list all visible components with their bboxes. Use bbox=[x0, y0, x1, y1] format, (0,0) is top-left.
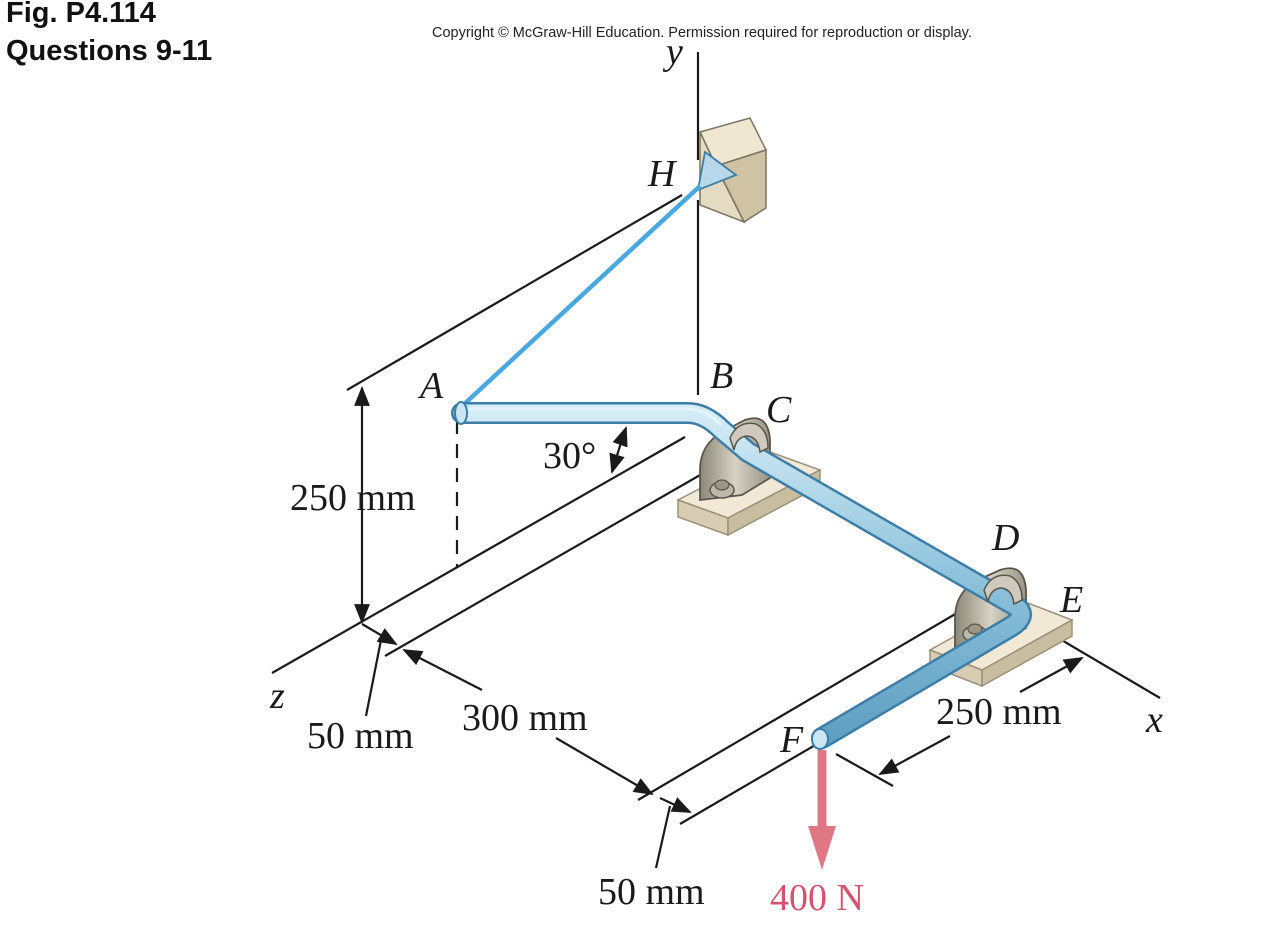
ac-span-arrow-2 bbox=[555, 737, 654, 795]
ef-ext-line bbox=[835, 753, 894, 787]
load-arrow bbox=[808, 750, 836, 870]
copyright-notice: Copyright © McGraw-Hill Education. Permi… bbox=[432, 25, 972, 41]
bracket-d-cap bbox=[983, 574, 1023, 606]
angle-arc bbox=[609, 426, 628, 474]
bottom-ext-line-1 bbox=[637, 595, 987, 801]
questions-label: Questions 9-11 bbox=[6, 35, 213, 67]
cable-ah bbox=[458, 184, 702, 410]
dimension-labels: 250 mm 30° 50 mm 300 mm 250 mm 50 mm 400… bbox=[290, 435, 1062, 919]
label-a: A bbox=[417, 365, 444, 407]
x-axis bbox=[1047, 631, 1161, 699]
ef-arrow-2 bbox=[1019, 657, 1084, 693]
ac-span-arrow bbox=[402, 649, 483, 691]
dim-ac-span: 300 mm bbox=[462, 697, 588, 739]
label-axis-x: x bbox=[1145, 699, 1163, 741]
label-axis-z: z bbox=[269, 675, 285, 717]
dim-bottom-offset: 50 mm bbox=[598, 871, 705, 913]
point-labels: H A B C D E F y x z bbox=[269, 31, 1163, 761]
dimension-lines bbox=[346, 194, 1084, 869]
dim-height: 250 mm bbox=[290, 477, 416, 519]
dim-ef-span: 250 mm bbox=[936, 691, 1062, 733]
load-label: 400 N bbox=[770, 877, 864, 919]
ef-arrow-1 bbox=[878, 735, 951, 775]
label-h: H bbox=[647, 153, 678, 195]
label-e: E bbox=[1059, 579, 1083, 621]
figure-title: Fig. P4.114 Questions 9-11 bbox=[6, 0, 212, 70]
dim-angle: 30° bbox=[543, 435, 596, 477]
ac-extension-line bbox=[384, 454, 736, 657]
z-offset-leader bbox=[364, 639, 383, 717]
bottom-offset-leader bbox=[654, 805, 672, 869]
pipe bbox=[451, 401, 1032, 750]
dim-z-offset: 50 mm bbox=[307, 715, 414, 757]
label-d: D bbox=[991, 517, 1019, 559]
z-axis bbox=[271, 436, 686, 674]
label-f: F bbox=[779, 719, 804, 761]
height-extension-top bbox=[346, 194, 683, 391]
pipe-end-a bbox=[454, 401, 468, 425]
label-axis-y: y bbox=[662, 31, 683, 73]
pipe-end-f bbox=[811, 728, 829, 750]
label-b: B bbox=[710, 355, 733, 397]
figure-number: Fig. P4.114 bbox=[6, 0, 156, 29]
axes bbox=[271, 52, 1161, 699]
bottom-offset-arrow bbox=[659, 797, 692, 813]
bracket-c-cap bbox=[729, 422, 769, 454]
wall-bracket bbox=[696, 117, 768, 224]
label-c: C bbox=[766, 389, 792, 431]
z-offset-arrow-1 bbox=[361, 623, 398, 646]
